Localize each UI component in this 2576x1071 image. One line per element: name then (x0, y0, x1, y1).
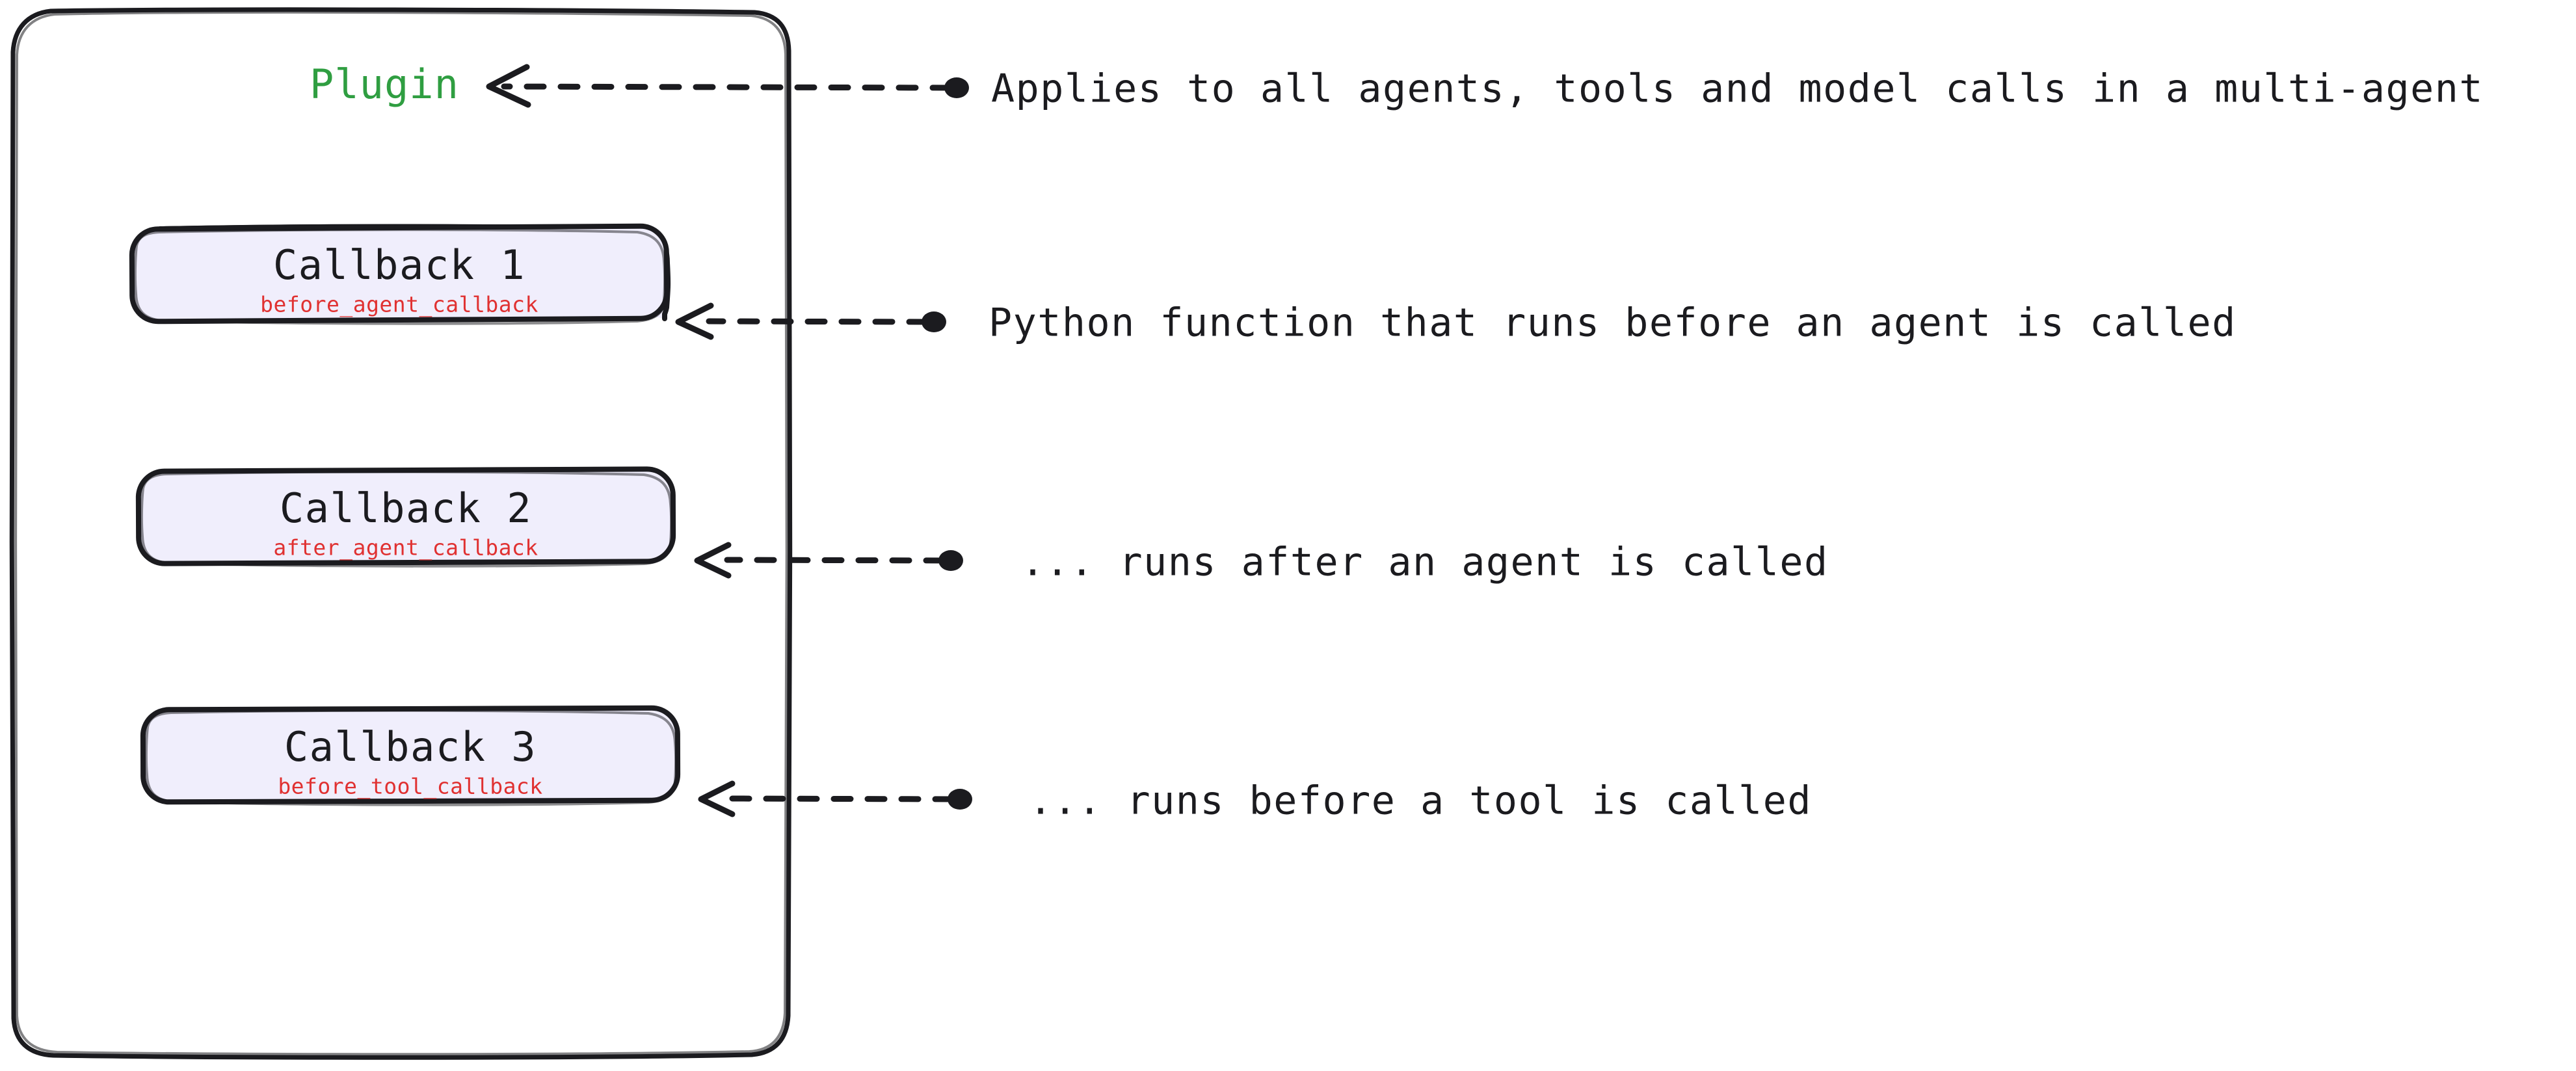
plugin-container-outline-sketch (14, 10, 788, 1056)
plugin-label: Plugin (310, 60, 459, 108)
annotation-callback-1-connector (706, 318, 929, 325)
annotation-plugin-connector (501, 83, 953, 91)
callback-box-1[interactable]: Callback 1 before_agent_callback (0, 0, 670, 325)
annotation-callback-2-arrowhead (694, 542, 732, 579)
callback-box-2-function-name: after_agent_callback (273, 535, 538, 561)
annotation-callback-2[interactable]: ... runs after an agent is called (694, 540, 1829, 585)
callback-box-3-title: Callback 3 (284, 723, 537, 771)
annotation-plugin[interactable]: Applies to all agents, tools and model c… (486, 64, 2484, 112)
annotation-callback-2-text: ... runs after an agent is called (1021, 540, 1829, 585)
callback-box-2-sketch (140, 470, 673, 568)
callback-box-1-title: Callback 1 (273, 241, 525, 289)
annotation-plugin-arrowhead (486, 64, 531, 108)
callback-box-1-function-name: before_agent_callback (260, 292, 538, 318)
annotation-callback-1-arrowhead (675, 302, 714, 340)
annotation-callback-2-bullet-dot (938, 550, 963, 571)
annotation-callback-2-connector (724, 557, 946, 564)
annotation-callback-3[interactable]: ... runs before a tool is called (698, 778, 1812, 824)
callback-box-3-function-name: before_tool_callback (278, 774, 542, 800)
plugin-container[interactable]: Plugin (9, 7, 793, 1060)
plugin-container-outline (9, 7, 793, 1060)
annotation-plugin-bullet-dot (944, 77, 969, 98)
callback-box-3-sketch (144, 709, 678, 806)
callback-box-1-rect (129, 223, 670, 324)
callback-box-3[interactable]: Callback 3 before_tool_callback (140, 705, 681, 806)
callback-box-2-rect (135, 466, 676, 566)
annotation-callback-3-bullet-dot (948, 789, 972, 810)
annotation-callback-3-arrowhead (698, 780, 736, 817)
callback-box-2[interactable]: Callback 2 after_agent_callback (135, 466, 676, 568)
annotation-callback-1-bullet-dot (922, 311, 946, 332)
callback-box-3-rect (140, 705, 681, 805)
annotation-plugin-text: Applies to all agents, tools and model c… (991, 66, 2484, 112)
annotation-callback-1[interactable]: Python function that runs before an agen… (675, 300, 2237, 346)
annotation-callback-1-text: Python function that runs before an agen… (989, 300, 2237, 346)
annotation-callback-3-text: ... runs before a tool is called (1029, 778, 1812, 824)
callback-box-2-title: Callback 2 (280, 484, 532, 532)
callback-box-1-sketch (133, 228, 667, 325)
